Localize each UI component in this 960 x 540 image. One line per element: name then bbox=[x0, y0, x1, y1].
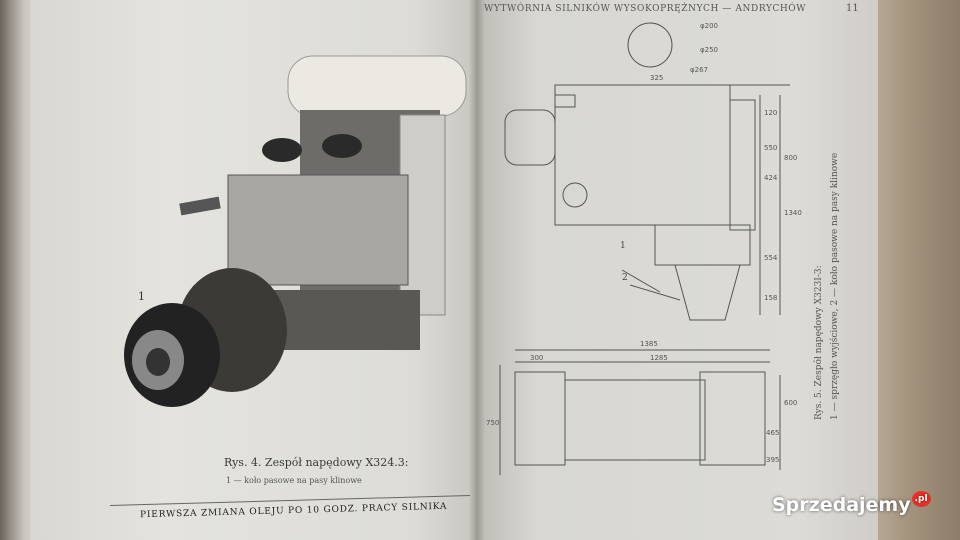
dim-h1: 750 bbox=[486, 419, 499, 427]
dim-w3: 300 bbox=[530, 354, 543, 362]
callout-1: 1 bbox=[138, 290, 145, 303]
dim-w2: 1285 bbox=[650, 354, 668, 362]
dim-d5: 1340 bbox=[784, 209, 802, 217]
figure-4-caption: Rys. 4. Zespół napędowy X324.3: bbox=[224, 456, 409, 469]
dim-phi2: φ250 bbox=[700, 46, 718, 54]
engine-illustration bbox=[124, 55, 467, 407]
dim-d6: 554 bbox=[764, 254, 778, 262]
dim-h4: 395 bbox=[766, 456, 779, 464]
figure-5-legend: 1 — sprzęgło wyjściowe, 2 — koło pasowe … bbox=[830, 152, 840, 420]
figure-4-legend: 1 — koło pasowe na pasy klinowe bbox=[226, 476, 362, 485]
dim-h3: 600 bbox=[784, 399, 797, 407]
callout-2-right: 2 bbox=[622, 273, 628, 283]
dim-d3: 424 bbox=[764, 174, 778, 182]
carpet-background bbox=[870, 0, 960, 540]
dim-top: 325 bbox=[650, 74, 663, 82]
dim-d1: 120 bbox=[764, 109, 777, 117]
page-number: 11 bbox=[846, 3, 859, 14]
callout-1-right: 1 bbox=[620, 241, 626, 251]
dim-d4: 800 bbox=[784, 154, 797, 162]
figure-5-caption: Rys. 5. Zespół napędowy X323I-3: bbox=[814, 265, 824, 420]
dim-h2: 465 bbox=[766, 429, 779, 437]
dim-d2: 550 bbox=[764, 144, 777, 152]
page-header: WYTWÓRNIA SILNIKÓW WYSOKOPRĘŻNYCH — ANDR… bbox=[484, 4, 807, 14]
dim-d7: 158 bbox=[764, 294, 777, 302]
figure-5-caption-block: Rys. 5. Zespół napędowy X323I-3: 1 — spr… bbox=[814, 153, 846, 420]
watermark-logo: Sprzedajemy.pl bbox=[772, 491, 931, 516]
dim-phi3: φ267 bbox=[690, 66, 708, 74]
book-gutter bbox=[468, 0, 486, 540]
technical-drawing bbox=[499, 22, 790, 475]
dim-phi1: φ200 bbox=[700, 22, 718, 30]
right-page bbox=[478, 0, 878, 540]
dim-w1: 1385 bbox=[640, 340, 658, 348]
